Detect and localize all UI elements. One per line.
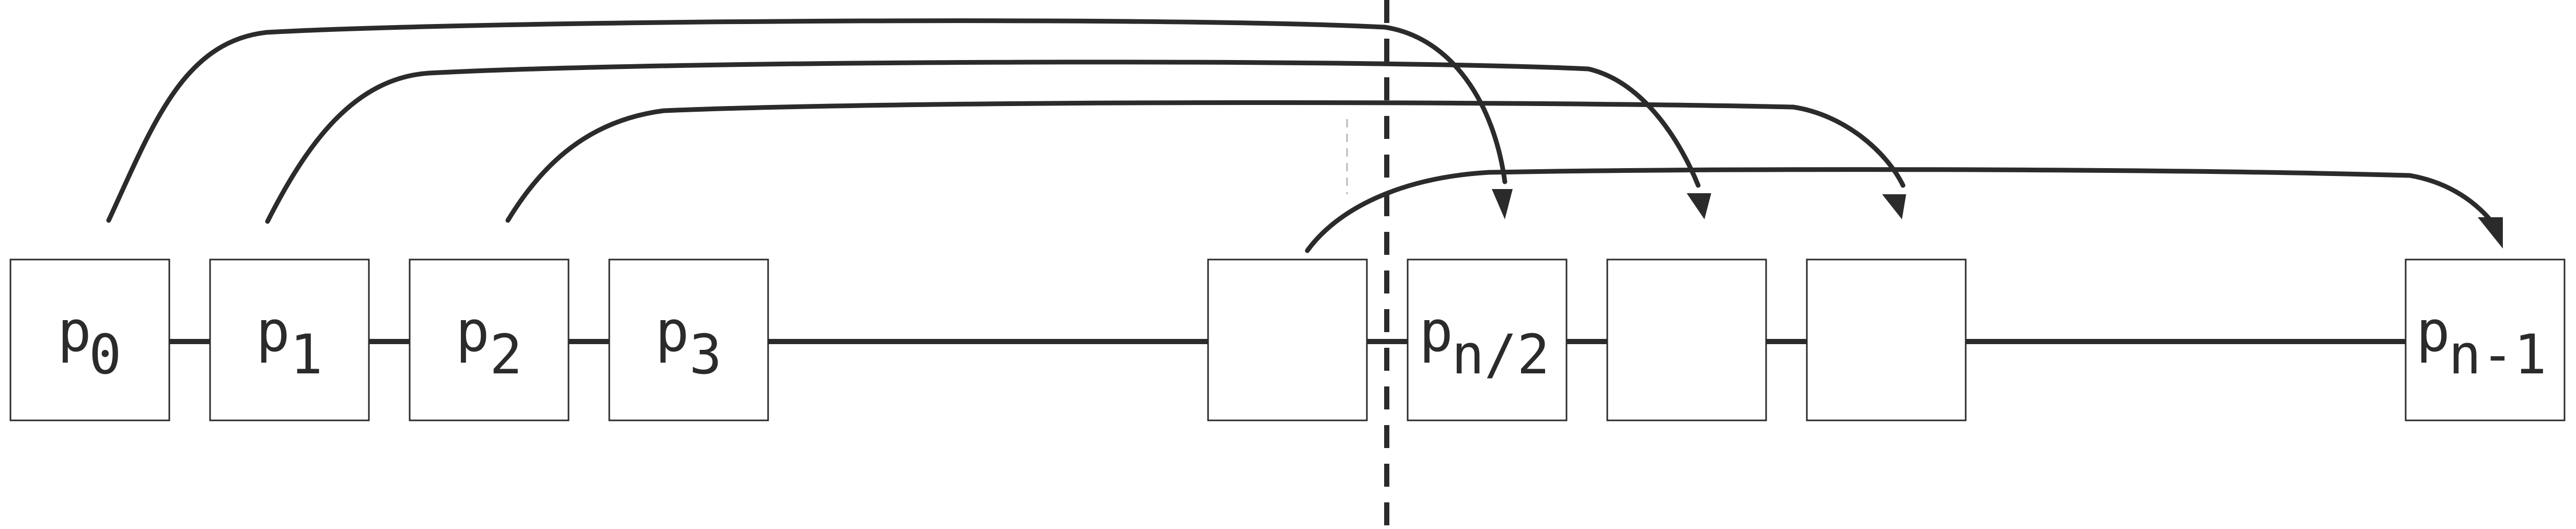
node-p3-label: p — [655, 299, 689, 365]
node-p0-subscript: 0 — [89, 323, 122, 386]
arrowhead-pn1 — [2478, 217, 2503, 249]
node-pn2-label: p — [1419, 299, 1453, 365]
node-p1: p 1 — [209, 258, 370, 421]
node-pn1-label: p — [2416, 299, 2450, 365]
arrowhead-pn2 — [1492, 189, 1513, 219]
node-p3: p 3 — [608, 258, 769, 421]
node-after-2 — [1806, 258, 1967, 421]
node-p3-subscript: 3 — [689, 323, 722, 386]
node-p2-label: p — [456, 299, 490, 365]
node-p0-label: p — [57, 299, 91, 365]
node-pn1-subscript: n-1 — [2449, 323, 2547, 386]
arrowhead-after2 — [1882, 194, 1906, 219]
message-arc-p1-to-after1 — [265, 60, 1701, 224]
node-p0: p 0 — [9, 258, 170, 421]
message-arc-mid-to-pn1 — [1305, 167, 2492, 253]
message-arc-p0-to-pn2 — [106, 18, 1507, 223]
node-p1-subscript: 1 — [290, 323, 323, 386]
arrowhead-after1 — [1687, 193, 1711, 219]
node-pn2: p n/2 — [1407, 258, 1568, 421]
node-p2-subscript: 2 — [490, 323, 523, 386]
node-p2: p 2 — [409, 258, 570, 421]
node-after-1 — [1606, 258, 1767, 421]
node-pn2-subscript: n/2 — [1452, 323, 1550, 386]
node-pn1: p n-1 — [2405, 258, 2566, 421]
node-mid-left — [1207, 258, 1368, 421]
node-p1-label: p — [256, 299, 290, 365]
message-arc-p2-to-after2 — [505, 100, 1906, 223]
